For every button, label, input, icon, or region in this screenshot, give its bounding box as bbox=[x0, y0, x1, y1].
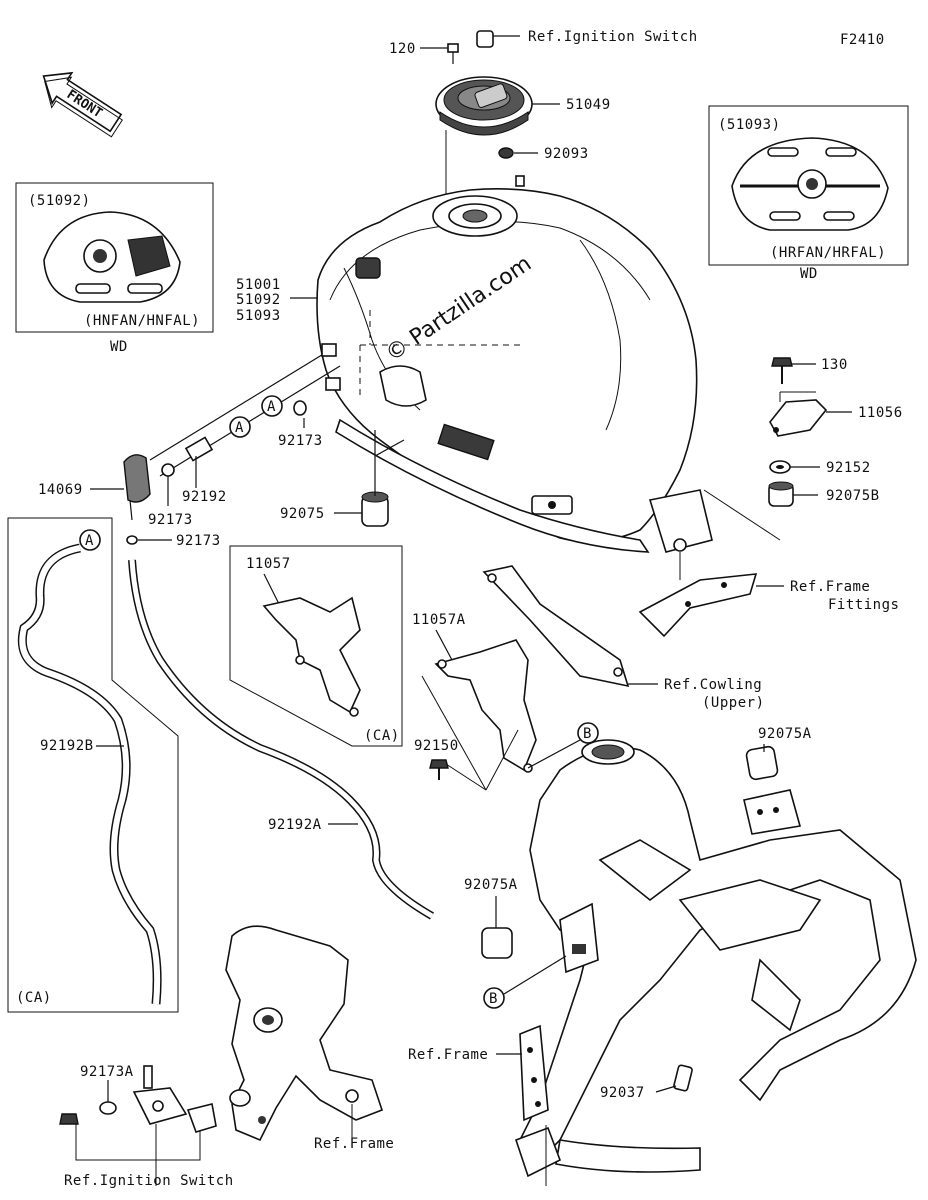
label-92075B: 92075B bbox=[826, 488, 880, 504]
inset-ca-hose-frame bbox=[7, 517, 179, 1013]
label-11056: 11056 bbox=[858, 405, 903, 421]
label-ref-cowling-2: (Upper) bbox=[702, 695, 765, 711]
label-92075: 92075 bbox=[280, 506, 325, 522]
label-ref-frame-fittings-1: Ref.Frame bbox=[790, 579, 870, 595]
inset-51092-frame bbox=[15, 182, 214, 333]
inset-11057-tag: (CA) bbox=[364, 728, 400, 744]
ignition-switch-grommet bbox=[476, 30, 494, 48]
bracket-11056 bbox=[769, 399, 828, 437]
collar-92037 bbox=[673, 1064, 693, 1092]
label-92075A-top: 92075A bbox=[758, 726, 812, 742]
fuel-tank bbox=[316, 175, 698, 553]
inset-ca-hose-tag: (CA) bbox=[16, 990, 52, 1006]
callout-A-lower bbox=[79, 529, 101, 551]
fitting-14069 bbox=[123, 454, 151, 521]
callout-A-mid bbox=[229, 416, 251, 438]
label-51093: 51093 bbox=[236, 308, 281, 324]
inset-51092-code: (51092) bbox=[28, 193, 91, 209]
label-92093: 92093 bbox=[544, 146, 589, 162]
label-11057: 11057 bbox=[246, 556, 291, 572]
label-120: 120 bbox=[389, 41, 416, 57]
pipe-assembly bbox=[149, 343, 341, 477]
label-92075A-mid: 92075A bbox=[464, 877, 518, 893]
label-ref-frame-low: Ref.Frame bbox=[314, 1136, 394, 1152]
ring-92093 bbox=[498, 147, 514, 159]
front-arrow-badge: FRONT bbox=[42, 71, 123, 138]
callout-A-upper-text: A bbox=[267, 399, 276, 415]
clamp-92173-lower bbox=[126, 535, 138, 545]
tube-92192 bbox=[184, 436, 214, 462]
callout-A-lower-text: A bbox=[85, 533, 94, 549]
tank-rear-mount bbox=[648, 489, 713, 553]
label-92173A: 92173A bbox=[80, 1064, 134, 1080]
clamp-92173A bbox=[99, 1101, 117, 1115]
label-ref-ignition-top: Ref.Ignition Switch bbox=[528, 29, 698, 45]
fuel-cap-51049 bbox=[435, 76, 533, 136]
bolt-ignition-bottom bbox=[59, 1113, 79, 1125]
inset-51093-note: WD bbox=[800, 266, 818, 282]
label-ref-frame-mid: Ref.Frame bbox=[408, 1047, 488, 1063]
label-51001: 51001 bbox=[236, 277, 281, 293]
hose-92192B-outline bbox=[17, 543, 162, 1005]
fuel-cock bbox=[132, 1065, 217, 1133]
label-51092: 51092 bbox=[236, 292, 281, 308]
clamp-92173-mid bbox=[161, 463, 175, 477]
damper-92075B bbox=[768, 481, 794, 507]
label-92152: 92152 bbox=[826, 460, 871, 476]
damper-92075A-mid bbox=[481, 927, 513, 959]
inset-51092-variant: (HNFAN/HNFAL) bbox=[84, 313, 200, 329]
label-92173-mid: 92173 bbox=[148, 512, 193, 528]
tank-top-51092 bbox=[43, 211, 181, 303]
callout-B-upper-text: B bbox=[583, 726, 592, 742]
callout-A-upper bbox=[261, 395, 283, 417]
inset-51093-code: (51093) bbox=[718, 117, 781, 133]
label-92173-lower: 92173 bbox=[176, 533, 221, 549]
sub-frame bbox=[225, 925, 384, 1142]
washer-92152 bbox=[769, 460, 791, 474]
bolt-120 bbox=[447, 43, 459, 64]
cowling-stay bbox=[482, 565, 630, 688]
label-130: 130 bbox=[821, 357, 848, 373]
callout-B-upper bbox=[577, 722, 599, 744]
label-14069: 14069 bbox=[38, 482, 83, 498]
callout-B-lower bbox=[483, 987, 505, 1009]
bolt-92150 bbox=[429, 759, 449, 780]
inset-51093-frame bbox=[708, 105, 909, 266]
hose-92192B bbox=[19, 545, 161, 1005]
label-92173-upper: 92173 bbox=[278, 433, 323, 449]
bolt-130 bbox=[771, 357, 793, 384]
label-92192B: 92192B bbox=[40, 738, 94, 754]
label-92192A: 92192A bbox=[268, 817, 322, 833]
label-51049: 51049 bbox=[566, 97, 611, 113]
label-ref-frame-fittings-2: Fittings bbox=[828, 597, 899, 613]
tank-top-51093 bbox=[731, 137, 889, 231]
label-ref-ignition-bottom: Ref.Ignition Switch bbox=[64, 1173, 234, 1189]
frame-fittings-plate bbox=[638, 573, 758, 638]
label-92150: 92150 bbox=[414, 738, 459, 754]
callout-A-mid-text: A bbox=[235, 420, 244, 436]
main-frame bbox=[514, 739, 917, 1178]
label-ref-cowling-1: Ref.Cowling bbox=[664, 677, 762, 693]
bracket-11057 bbox=[262, 596, 361, 717]
inset-51092-note: WD bbox=[110, 339, 128, 355]
damper-92075A-top bbox=[745, 745, 779, 781]
label-92037: 92037 bbox=[600, 1085, 645, 1101]
inset-11057-frame bbox=[229, 545, 403, 747]
inset-51093-variant: (HRFAN/HRFAL) bbox=[770, 245, 886, 261]
callout-B-lower-text: B bbox=[489, 991, 498, 1007]
figure-code: F2410 bbox=[840, 32, 885, 48]
label-11057A: 11057A bbox=[412, 612, 466, 628]
clamp-92173-upper bbox=[293, 400, 307, 416]
hose-92192A bbox=[129, 559, 434, 919]
damper-92075 bbox=[361, 491, 389, 527]
label-92192: 92192 bbox=[182, 489, 227, 505]
